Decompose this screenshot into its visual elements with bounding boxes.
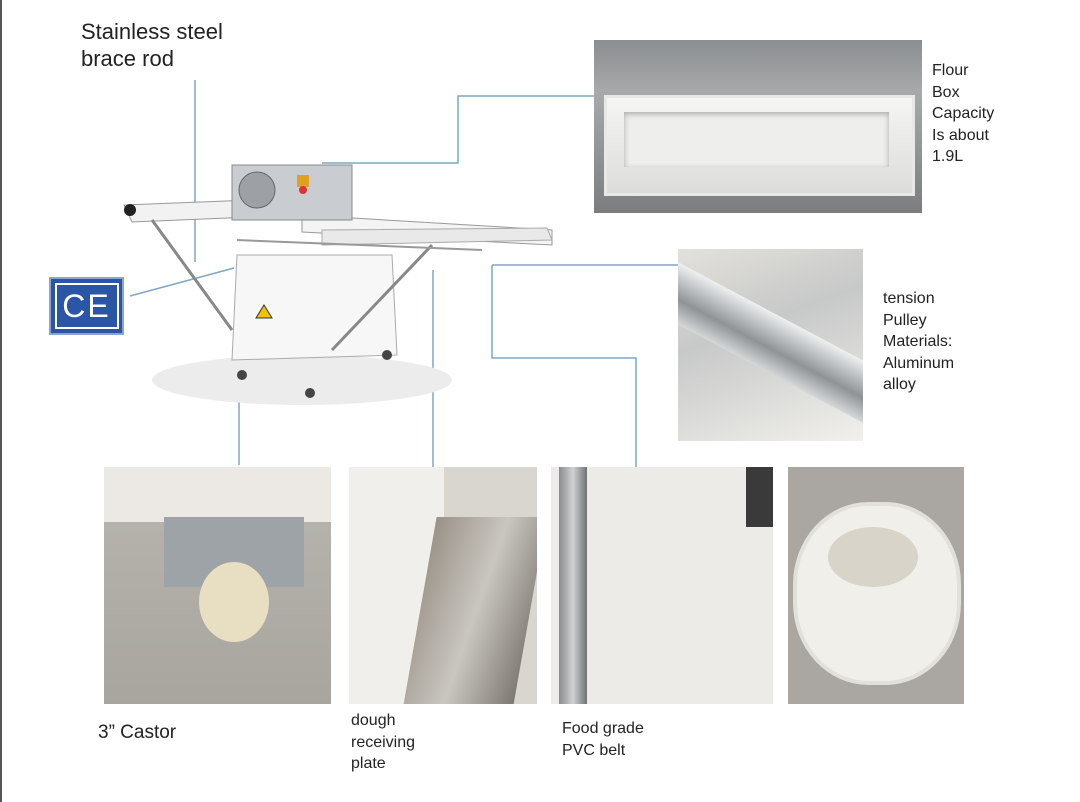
- castor-photo: [104, 467, 331, 704]
- belt-roll-photo: [788, 467, 964, 704]
- castor-label: 3” Castor: [98, 722, 177, 743]
- tension-pulley-label: tension Pulley Materials: Aluminum alloy: [883, 290, 955, 393]
- flour-box-label: Flour Box Capacity Is about 1.9L: [932, 62, 995, 165]
- ce-callout: [129, 267, 235, 297]
- dough-plate-photo: [349, 467, 537, 704]
- flour-box-callout: [322, 95, 594, 164]
- pvc-belt-photo: [551, 467, 773, 704]
- dough-sheeter-machine-illustration: [123, 164, 553, 405]
- flour-box-photo: [594, 40, 922, 213]
- ce-mark-logo: CE: [49, 277, 124, 335]
- belt-callout: [491, 265, 637, 467]
- brace-rod-label: Stainless steel brace rod: [81, 19, 223, 71]
- tension-pulley-photo: [678, 249, 863, 441]
- dough-plate-label: dough receiving plate: [351, 712, 416, 772]
- pvc-belt-label: Food grade PVC belt: [562, 720, 644, 759]
